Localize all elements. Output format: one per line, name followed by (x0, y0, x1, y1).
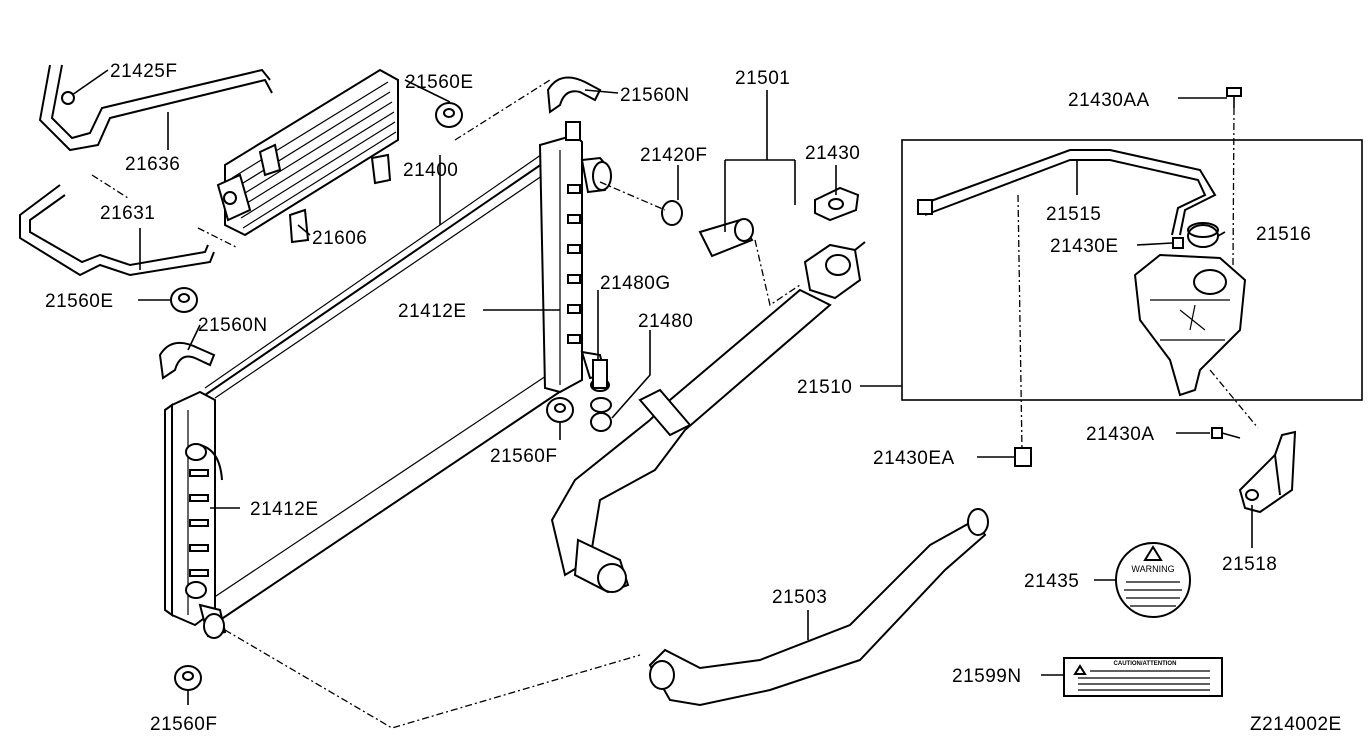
label-21560F-bottom: 21560F (150, 714, 217, 735)
clip-21560N-top (546, 76, 602, 114)
reservoir-cap-21516 (1187, 222, 1219, 248)
label-21560F-mid: 21560F (490, 446, 557, 467)
dashed-connection-lines (91, 79, 1259, 729)
clip-21430EA (1014, 447, 1032, 467)
reservoir-group-box (901, 139, 1363, 401)
grommet-21560E-left (170, 287, 198, 313)
label-21412E-left: 21412E (250, 499, 319, 520)
label-21606: 21606 (312, 228, 367, 249)
drain-plug-21480G (592, 359, 608, 389)
lower-hose-21510 (550, 288, 832, 594)
hose-clamp-21420F (661, 200, 683, 226)
grommet-21560F-bottom (174, 665, 202, 691)
clip-21560N-left (158, 341, 216, 380)
label-21430E: 21430E (1050, 236, 1119, 257)
label-21560N-left: 21560N (198, 315, 268, 336)
label-21435: 21435 (1024, 571, 1079, 592)
warning-sticker-21435: WARNING (1115, 542, 1191, 618)
part-labels: 21425F 21636 21560E 21400 21560N 21501 2… (45, 61, 1342, 735)
caution-sticker-21599N: CAUTION/ATTENTION (1063, 657, 1223, 697)
label-21425F: 21425F (110, 61, 177, 82)
hose-21503 (648, 508, 989, 707)
left-radiator-tank (164, 390, 227, 639)
label-21503: 21503 (772, 587, 827, 608)
bracket-21518 (1238, 430, 1297, 514)
thermostat-gasket-21430 (814, 186, 860, 222)
label-21599N: 21599N (952, 666, 1022, 687)
water-outlet-housing (803, 241, 866, 300)
label-21516: 21516 (1256, 224, 1311, 245)
leader-lines (71, 69, 1253, 705)
label-21480G: 21480G (600, 273, 671, 294)
label-21412E-mid: 21412E (398, 301, 467, 322)
clip-21430E (1172, 237, 1184, 249)
label-21636: 21636 (125, 154, 180, 175)
grommet-21560F-mid (546, 397, 574, 423)
label-21560E-top: 21560E (405, 72, 474, 93)
hose-21636 (38, 64, 273, 152)
label-21518: 21518 (1222, 554, 1277, 575)
label-21430AA: 21430AA (1068, 90, 1150, 111)
bolt-21430A (1211, 427, 1241, 439)
label-21400: 21400 (403, 160, 458, 181)
diagram-code: Z214002E (1250, 714, 1342, 735)
warning-sticker-text: WARNING (1131, 564, 1174, 574)
reservoir-tank (1133, 253, 1247, 397)
label-21430: 21430 (805, 143, 860, 164)
label-21631: 21631 (100, 203, 155, 224)
caution-sticker-text: CAUTION/ATTENTION (1114, 661, 1177, 667)
label-21510: 21510 (797, 377, 852, 398)
label-21560N-top: 21560N (620, 85, 690, 106)
drain-plug-21480 (590, 397, 612, 432)
label-21430A: 21430A (1086, 424, 1155, 445)
label-21515: 21515 (1046, 204, 1101, 225)
grommet-21560E-top (435, 102, 463, 128)
oil-cooler (216, 68, 399, 244)
upper-hose-21501 (698, 218, 754, 258)
label-21430EA: 21430EA (873, 448, 955, 469)
label-21560E-left: 21560E (45, 291, 114, 312)
label-21480: 21480 (638, 311, 693, 332)
bolt-21430AA (1226, 87, 1242, 108)
hose-21631 (19, 184, 215, 277)
reservoir-hose-21515 (917, 149, 1217, 236)
right-radiator-tank (538, 121, 612, 394)
label-21501: 21501 (735, 68, 790, 89)
label-21420F: 21420F (640, 145, 707, 166)
